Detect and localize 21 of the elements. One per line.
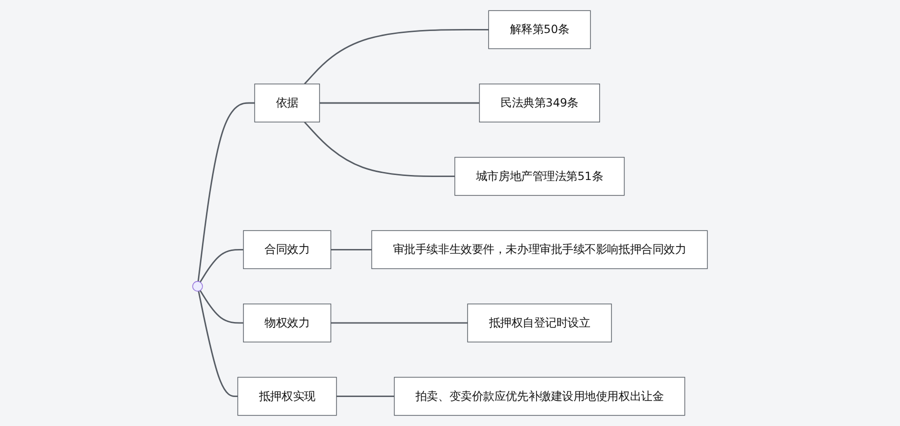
node-box: 解释第50条 (488, 10, 591, 50)
connector (198, 291, 238, 397)
node-box: 拍卖、变卖价款应优先补缴建设用地使用权出让金 (394, 376, 686, 416)
connector (304, 28, 489, 84)
connector (336, 396, 394, 397)
node-box: 合同效力 (243, 230, 332, 270)
connector (200, 290, 244, 324)
node-box: 抵押权自登记时设立 (467, 304, 612, 342)
node-box: 物权效力 (243, 304, 332, 342)
connector (330, 322, 468, 324)
node-box: 城市房地产管理法第51条 (454, 156, 625, 196)
connector (200, 248, 244, 282)
node-box: 民法典第349条 (479, 84, 600, 122)
connector (330, 248, 372, 250)
node-dot (192, 281, 203, 292)
node-box: 审批手续非生效要件，未办理审批手续不影响抵押合同效力 (371, 230, 708, 270)
connector (304, 122, 455, 178)
connector (197, 102, 255, 282)
node-box: 依据 (254, 84, 320, 122)
connector (320, 102, 480, 104)
node-box: 抵押权实现 (237, 376, 337, 416)
